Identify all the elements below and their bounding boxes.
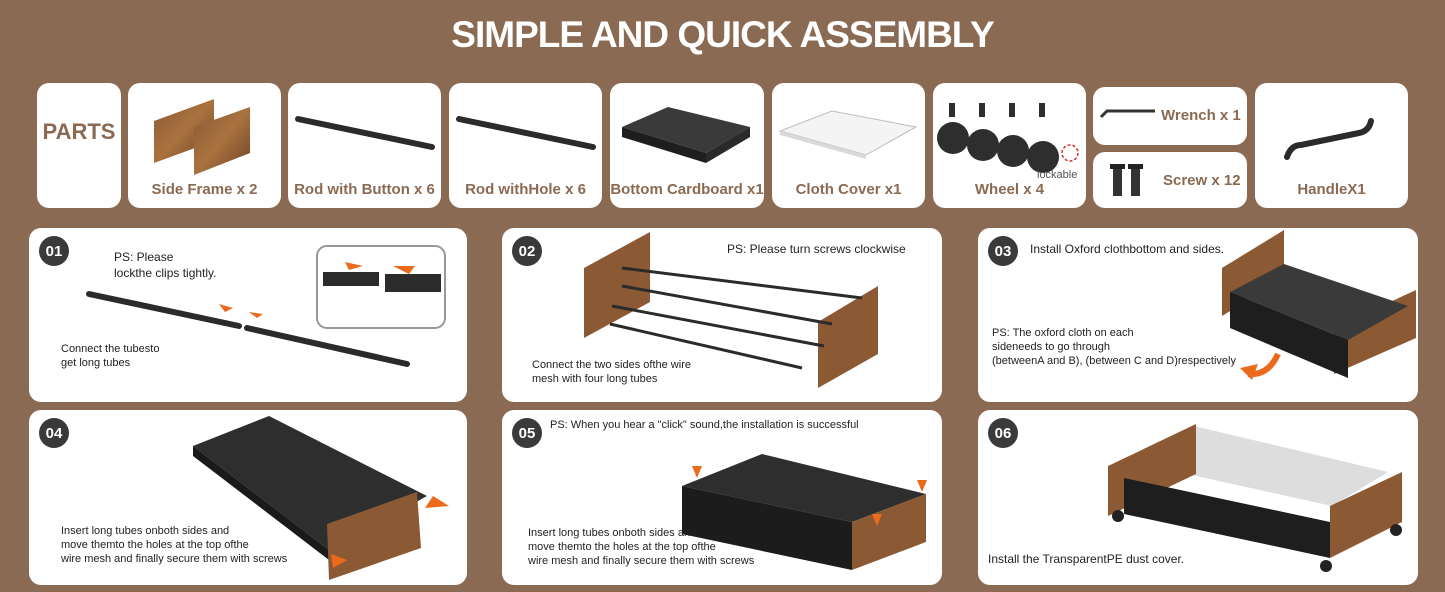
step-05-card: 05 PS: When you hear a "click" sound,the… xyxy=(502,410,942,585)
rod-with-hole-image xyxy=(456,116,596,150)
parts-heading-card: PARTS xyxy=(37,83,121,208)
rod-with-button-image xyxy=(295,116,435,150)
handle-image xyxy=(1284,118,1374,160)
step-ps: PS: When you hear a "click" sound,the in… xyxy=(550,419,859,431)
step-04-card: 04 Insert long tubes onboth sides and mo… xyxy=(29,410,467,585)
part-rod-with-hole: Rod withHole x 6 xyxy=(449,83,602,208)
step-number: 02 xyxy=(512,236,542,266)
step-ps: PS: Please turn screws clockwise xyxy=(727,242,906,256)
part-label: Cloth Cover x1 xyxy=(795,181,902,198)
part-wheel: lockable Wheel x 4 xyxy=(933,83,1086,208)
parts-heading: PARTS xyxy=(42,119,116,144)
part-label: Rod with Button x 6 xyxy=(294,181,435,198)
step-number: 01 xyxy=(39,236,69,266)
finished-product-illustration xyxy=(1108,424,1402,572)
part-wrench: Wrench x 1 xyxy=(1093,87,1247,145)
part-label: Wheel x 4 xyxy=(974,181,1045,198)
step-text-line3: wire mesh and finally secure them with s… xyxy=(61,553,288,565)
step-text-line2: get long tubes xyxy=(61,357,131,369)
step-number: 06 xyxy=(988,418,1018,448)
step-text-line1: Insert long tubes onboth sides and xyxy=(528,527,697,539)
step-text-line2: move themto the holes at the top ofthe xyxy=(61,539,249,551)
lockable-note: lockable xyxy=(1037,169,1078,181)
step-text-line1: Insert long tubes onboth sides and xyxy=(61,525,230,537)
step-text-line2: mesh with four long tubes xyxy=(532,373,658,385)
wrench-icon xyxy=(1099,109,1155,119)
step-text-line1: PS: The oxford cloth on each xyxy=(992,327,1134,339)
part-handle: HandleX1 xyxy=(1255,83,1408,208)
bottom-cardboard-image xyxy=(622,107,750,163)
part-cloth-cover: Cloth Cover x1 xyxy=(772,83,925,208)
step-01-card: 01 PS: Please lockthe clips tightly. Con… xyxy=(29,228,467,402)
step-text-line2: sideneeds to go through xyxy=(992,341,1111,353)
step-text-line1: Connect the two sides ofthe wire xyxy=(532,359,691,371)
step-text-line3: (betweenA and B), (between C and D)respe… xyxy=(992,355,1236,367)
step-number: 03 xyxy=(988,236,1018,266)
click-install-illustration xyxy=(682,454,927,570)
frame-assembly-illustration xyxy=(584,232,878,388)
step-02-card: 02 PS: Please turn screws clockwise Conn… xyxy=(502,228,942,402)
insert-tubes-illustration xyxy=(193,416,449,580)
part-label: Rod withHole x 6 xyxy=(465,181,586,198)
part-label: HandleX1 xyxy=(1297,181,1366,198)
step-ps-line2: lockthe clips tightly. xyxy=(114,266,217,280)
part-bottom-cardboard: Bottom Cardboard x1 xyxy=(610,83,764,208)
step-ps: Install Oxford clothbottom and sides. xyxy=(1030,242,1225,256)
part-label: Bottom Cardboard x1 xyxy=(610,181,764,198)
step-text-line3: wire mesh and finally secure them with s… xyxy=(528,555,755,567)
step-03-card: 03 Install Oxford clothbottom and sides.… xyxy=(978,228,1418,402)
part-rod-with-button: Rod with Button x 6 xyxy=(288,83,441,208)
step-ps-line1: PS: Please xyxy=(114,250,174,264)
step-text-line1: Install the TransparentPE dust cover. xyxy=(988,552,1185,566)
part-label: Side Frame x 2 xyxy=(151,181,258,198)
part-label: Wrench x 1 xyxy=(1161,107,1241,124)
screw-icon xyxy=(1110,164,1143,196)
oxford-cloth-illustration xyxy=(1222,230,1416,380)
page-title: SIMPLE AND QUICK ASSEMBLY xyxy=(451,14,994,55)
part-side-frame: Side Frame x 2 xyxy=(128,83,281,208)
wheel-image xyxy=(937,103,1079,173)
step-text-line2: move themto the holes at the top ofthe xyxy=(528,541,716,553)
step-06-card: 06 Install the TransparentPE dust cover. xyxy=(978,410,1418,585)
step-text-line1: Connect the tubesto xyxy=(61,343,160,355)
cloth-cover-image xyxy=(778,110,918,159)
part-screw: Screw x 12 xyxy=(1093,152,1247,208)
step-number: 04 xyxy=(39,418,69,448)
side-frame-image xyxy=(154,99,250,175)
rod-connect-illustration xyxy=(86,245,446,367)
step-number: 05 xyxy=(512,418,542,448)
part-label: Screw x 12 xyxy=(1163,172,1241,189)
